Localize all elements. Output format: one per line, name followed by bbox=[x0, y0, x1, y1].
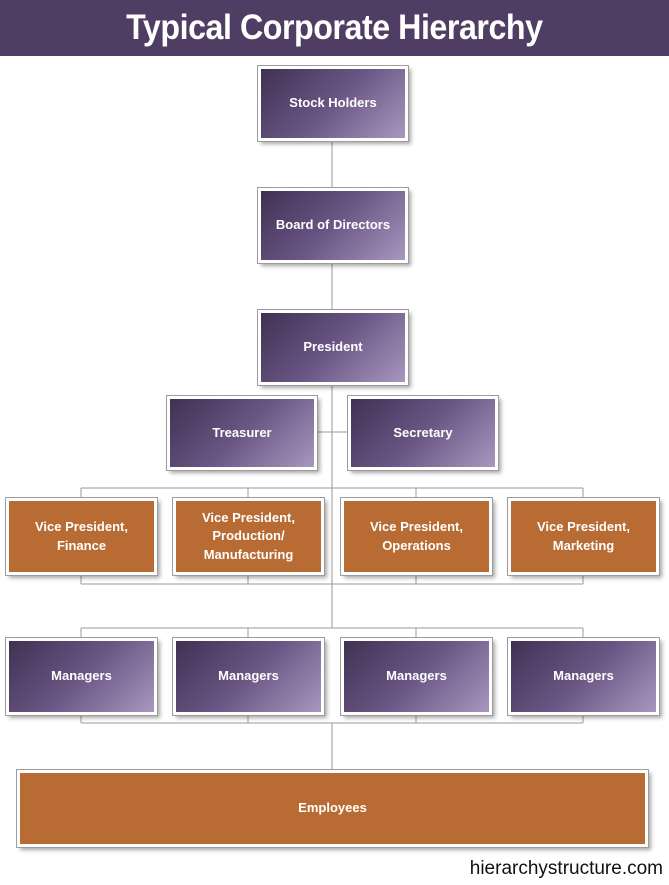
managers-label: Managers bbox=[553, 668, 614, 684]
vp-production-label: Vice President, Production/ Manufacturin… bbox=[202, 509, 295, 562]
employees-label: Employees bbox=[298, 800, 367, 816]
treasurer-label: Treasurer bbox=[212, 424, 272, 440]
vp-operations-label: Vice President, Operations bbox=[370, 519, 463, 553]
managers-label: Managers bbox=[386, 668, 447, 684]
president-box: President bbox=[258, 310, 408, 385]
managers-label: Managers bbox=[51, 668, 112, 684]
vp-marketing-label: Vice President, Marketing bbox=[537, 519, 630, 553]
president-label: President bbox=[303, 339, 363, 355]
treasurer-box: Treasurer bbox=[167, 396, 317, 470]
vp-marketing-box: Vice President, Marketing bbox=[508, 498, 659, 575]
vp-production-box: Vice President, Production/ Manufacturin… bbox=[173, 498, 324, 575]
secretary-box: Secretary bbox=[348, 396, 498, 470]
managers-box-1: Managers bbox=[6, 638, 157, 715]
page-title: Typical Corporate Hierarchy bbox=[126, 8, 543, 47]
stock-holders-label: Stock Holders bbox=[289, 95, 377, 111]
stock-holders-box: Stock Holders bbox=[258, 66, 408, 141]
secretary-label: Secretary bbox=[393, 424, 453, 440]
managers-box-3: Managers bbox=[341, 638, 492, 715]
managers-label: Managers bbox=[218, 668, 279, 684]
vp-finance-box: Vice President, Finance bbox=[6, 498, 157, 575]
board-of-directors-label: Board of Directors bbox=[275, 217, 391, 233]
board-of-directors-box: Board of Directors bbox=[258, 188, 408, 263]
employees-box: Employees bbox=[17, 770, 648, 847]
managers-box-4: Managers bbox=[508, 638, 659, 715]
vp-finance-label: Vice President, Finance bbox=[35, 519, 128, 553]
managers-box-2: Managers bbox=[173, 638, 324, 715]
footer-watermark: hierarchystructure.com bbox=[469, 858, 663, 879]
vp-operations-box: Vice President, Operations bbox=[341, 498, 492, 575]
title-banner: Typical Corporate Hierarchy bbox=[0, 0, 669, 56]
